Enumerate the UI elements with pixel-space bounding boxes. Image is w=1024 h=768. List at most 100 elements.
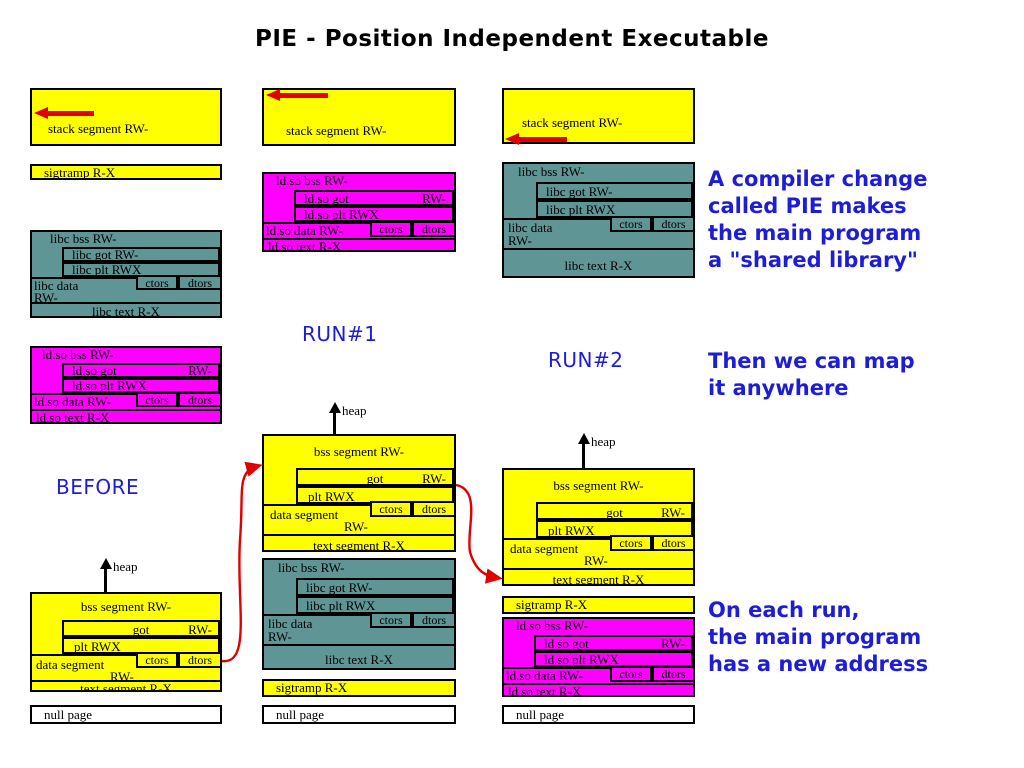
run1-ldso-got-label: ld.so got <box>304 191 349 206</box>
run2-libc-text: libc text R-X <box>504 248 693 276</box>
before-bss-label: bss segment RW- <box>80 599 172 614</box>
run1-ldso-got: ld.so got RW- <box>294 190 454 206</box>
run2-ldso-ctors-label: ctors <box>619 667 643 681</box>
run1-plt-label: plt RWX <box>308 489 355 504</box>
run1-got-label: got <box>366 471 384 486</box>
run2-libc-data: libc data RW- <box>504 218 693 248</box>
run2-null-page: null page <box>502 705 695 724</box>
run1-ldso-got-perm: RW- <box>422 191 446 206</box>
before-libc-ctors: ctors <box>136 275 178 290</box>
before-ldso-got-perm: RW- <box>188 363 212 378</box>
run1-ldso-bss-label: ld.so bss RW- <box>276 173 348 188</box>
run2-ldso-got-perm: RW- <box>661 636 685 651</box>
run2-stack-label: stack segment RW- <box>522 115 623 130</box>
before-libc-got: libc got RW- <box>62 247 220 262</box>
run1-ldso-ctors-label: ctors <box>379 222 403 236</box>
run1-bss-label: bss segment RW- <box>313 444 405 459</box>
run1-heap-label: heap <box>342 403 367 418</box>
run1-text-label: text segment R-X <box>313 538 405 552</box>
run1-ldso-dtors: dtors <box>412 221 454 237</box>
run1-ldso-data: ld.so data RW- <box>264 222 454 238</box>
run2-bss-label: bss segment RW- <box>553 478 644 493</box>
before-plt-label: plt RWX <box>74 639 121 654</box>
before-stack-label: stack segment RW- <box>48 121 149 136</box>
run1-libc-data-perm: RW- <box>268 629 292 644</box>
run2-libc-plt-label: libc plt RWX <box>546 202 616 217</box>
reloc-arrow-2 <box>455 483 503 584</box>
run1-libc-ctors-label: ctors <box>379 613 403 627</box>
run2-dtors-label: dtors <box>661 536 686 550</box>
before-null-page: null page <box>30 705 222 724</box>
before-stack-growth-arrow <box>34 107 94 119</box>
run2-got-perm: RW- <box>661 505 685 520</box>
note-compiler-change: A compiler change called PIE makes the m… <box>708 167 928 272</box>
before-ldso-got: ld.so got RW- <box>62 363 220 378</box>
run2-libc-ctors-label: ctors <box>619 217 643 231</box>
run1-libc-plt-label: libc plt RWX <box>306 598 376 613</box>
before-bss: bss segment RW- <box>32 594 220 620</box>
before-got-label: got <box>132 622 150 637</box>
run2-ldso-got-label: ld.so got <box>544 636 589 651</box>
run1-libc-bss: libc bss RW- <box>264 560 454 578</box>
before-ldso-ctors: ctors <box>136 392 178 407</box>
run1-dtors: dtors <box>412 501 454 517</box>
before-text: text segment R-X <box>32 680 220 690</box>
run2-ldso-text-label: ld.so text R-X <box>508 684 582 697</box>
run2-ldso-dtors: dtors <box>652 666 693 682</box>
run1-text: text segment R-X <box>264 534 454 552</box>
run1-libc-dtors: dtors <box>412 612 454 628</box>
before-ldso-bss: ld.so bss RW- <box>32 348 220 363</box>
run2-libc-text-label: libc text R-X <box>564 258 633 273</box>
run2-caption: RUN#2 <box>548 348 624 372</box>
run1-ldso-text-label: ld.so text R-X <box>268 239 342 252</box>
run2-data-perm: RW- <box>584 553 608 568</box>
run1-data-label: data segment <box>270 507 339 522</box>
note-new-address: On each run, the main program has a new … <box>708 598 929 676</box>
run1-libc-bss-label: libc bss RW- <box>278 560 345 575</box>
run1-libc-text: libc text R-X <box>264 644 454 668</box>
before-sigtramp: sigtramp R-X <box>30 164 222 180</box>
before-sigtramp-label: sigtramp R-X <box>44 165 116 180</box>
run1-libc-data: libc data RW- <box>264 614 454 644</box>
before-ldso-block: ld.so bss RW- ld.so got RW- ld.so plt RW… <box>30 346 222 424</box>
run1-data-perm: RW- <box>344 519 368 534</box>
run2-main-program: bss segment RW- got RW- plt RWX data seg… <box>502 468 695 586</box>
run1-caption: RUN#1 <box>302 322 378 346</box>
run1-libc-data-label: libc data <box>268 616 313 631</box>
run2-stack-growth-arrow <box>505 133 567 145</box>
run2-dtors: dtors <box>652 535 693 551</box>
run2-libc-block: libc bss RW- libc got RW- libc plt RWX l… <box>502 162 695 278</box>
run1-ctors: ctors <box>370 501 412 517</box>
before-ldso-data: ld.so data RW- <box>32 393 220 409</box>
before-ldso-dtors: dtors <box>178 392 220 407</box>
run2-text-label: text segment R-X <box>552 572 645 586</box>
run1-libc-text-label: libc text R-X <box>325 652 393 667</box>
run2-text: text segment R-X <box>504 568 693 586</box>
before-data: data segment RW- <box>32 654 220 684</box>
run2-ldso-block: ld.so bss RW- ld.so got RW- ld.so plt RW… <box>502 617 695 697</box>
run2-ldso-ctors: ctors <box>610 666 652 682</box>
run1-ldso-ctors: ctors <box>370 221 412 237</box>
run2-sigtramp: sigtramp R-X <box>502 596 695 614</box>
run1-ldso-text: ld.so text R-X <box>264 238 454 252</box>
run2-ldso-data-label: ld.so data RW- <box>506 668 583 683</box>
run1-data: data segment RW- <box>264 504 454 534</box>
run1-ldso-bss: ld.so bss RW- <box>264 174 454 190</box>
run2-libc-data-perm: RW- <box>508 233 532 248</box>
run1-libc-got-label: libc got RW- <box>306 580 373 595</box>
run2-ldso-bss: ld.so bss RW- <box>504 619 693 635</box>
run2-libc-dtors: dtors <box>652 216 693 232</box>
run2-libc-data-label: libc data <box>508 220 553 235</box>
run1-libc-got: libc got RW- <box>296 578 454 596</box>
run1-ldso-block: ld.so bss RW- ld.so got RW- ld.so plt RW… <box>262 172 456 252</box>
before-libc-got-label: libc got RW- <box>72 247 139 262</box>
before-stack-segment: stack segment RW- <box>30 88 222 146</box>
before-libc-data: libc data RW- <box>32 277 220 305</box>
before-libc-dtors-label: dtors <box>188 276 212 290</box>
run2-ctors-label: ctors <box>619 536 643 550</box>
run2-ldso-data: ld.so data RW- <box>504 667 693 683</box>
run2-libc-bss-label: libc bss RW- <box>518 164 585 179</box>
before-got-perm: RW- <box>188 622 212 637</box>
run1-got-perm: RW- <box>422 471 446 486</box>
run2-ctors: ctors <box>610 535 652 551</box>
